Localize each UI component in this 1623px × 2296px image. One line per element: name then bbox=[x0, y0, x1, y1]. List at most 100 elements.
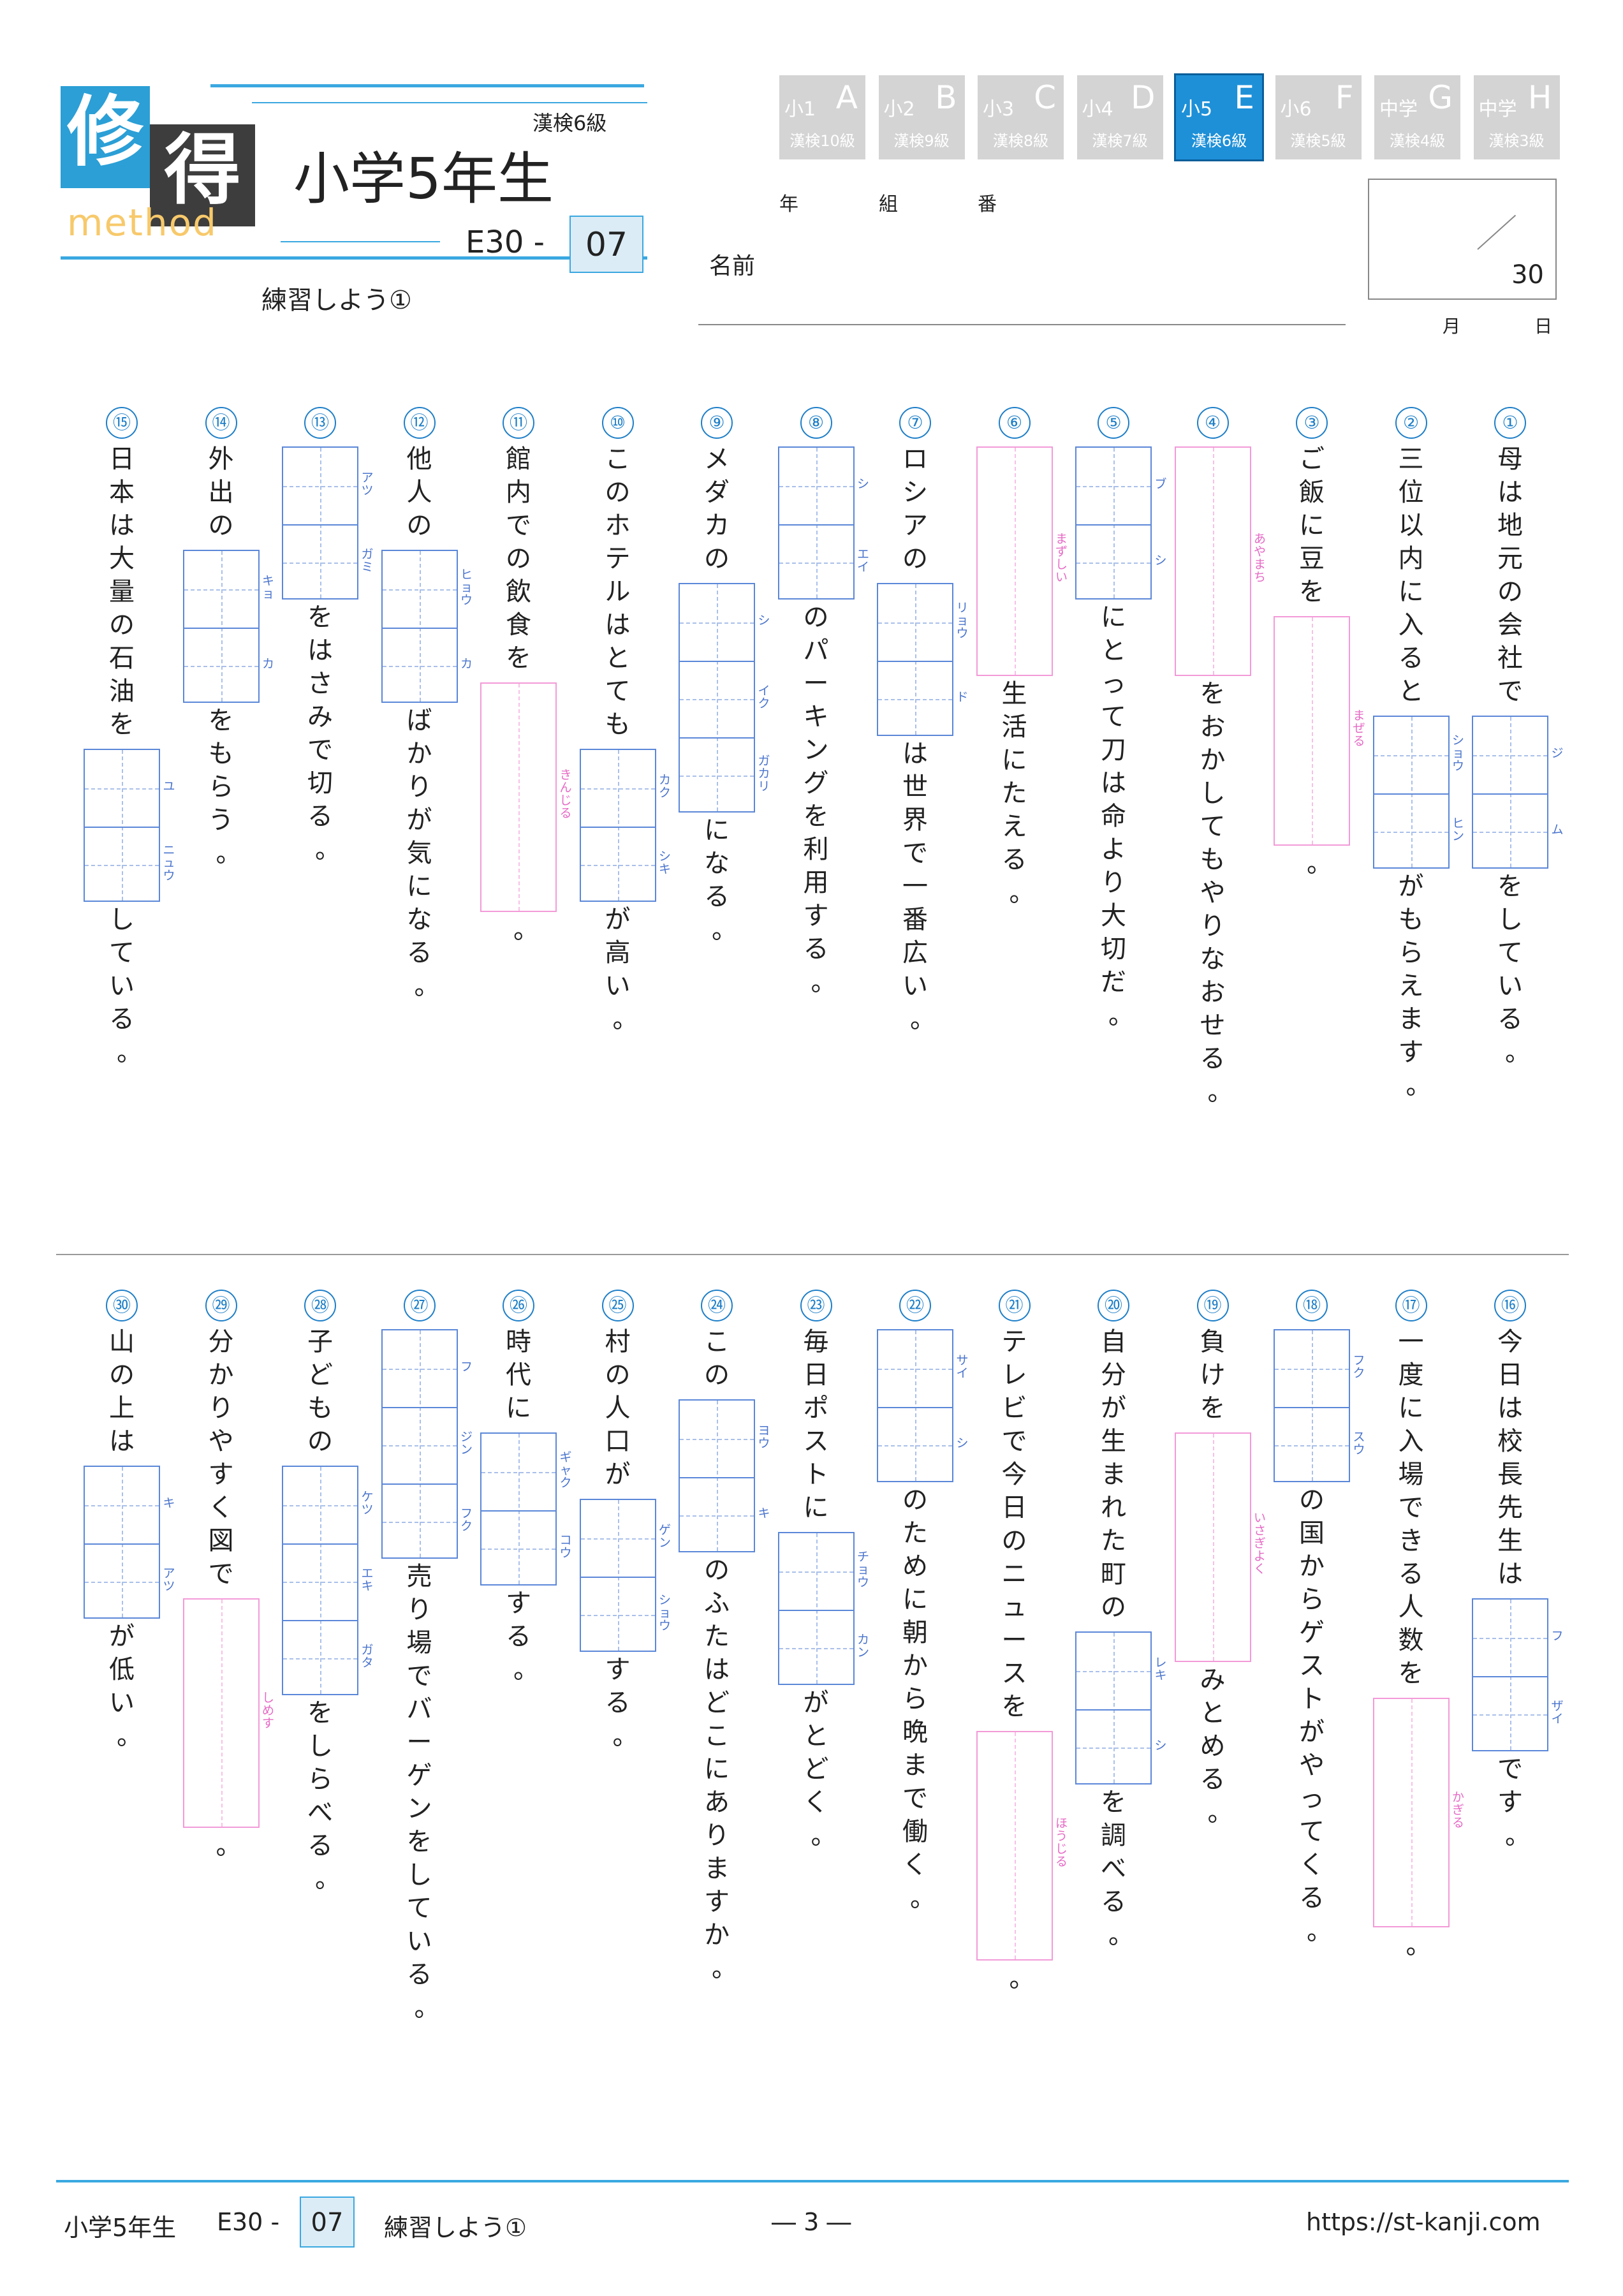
answer-box-kanji[interactable] bbox=[777, 1532, 855, 1685]
answer-box-kana[interactable] bbox=[1174, 446, 1251, 676]
answer-box-kanji[interactable] bbox=[679, 1399, 755, 1552]
grade-tab-grade: 小4 bbox=[1082, 98, 1113, 121]
answer-box-kanji[interactable] bbox=[1274, 1329, 1350, 1482]
subtitle: 練習しよう① bbox=[261, 286, 412, 315]
footer-grade: 小学5年生 bbox=[64, 2214, 177, 2242]
question-text: をおかしてもやりなおせる。 bbox=[1200, 679, 1233, 1107]
question-text: ロシアの bbox=[902, 445, 928, 573]
answer-box-kanji[interactable] bbox=[1075, 1631, 1152, 1785]
month-label: 月 bbox=[1443, 316, 1461, 337]
grade-tab-grade: 中学 bbox=[1478, 98, 1517, 121]
answer-box-kanji[interactable] bbox=[877, 1329, 953, 1482]
answer-box-kanji[interactable] bbox=[1472, 716, 1548, 869]
furigana: ほうじる bbox=[1055, 1816, 1068, 1869]
question-number: ⑱ bbox=[1296, 1290, 1328, 1321]
answer-box-kanji[interactable] bbox=[679, 583, 755, 813]
answer-box-kanji[interactable] bbox=[1075, 446, 1152, 600]
furigana: カ bbox=[261, 657, 274, 671]
furigana: ガカリ bbox=[758, 754, 770, 793]
question-number: ⑫ bbox=[403, 407, 436, 439]
question-number: ① bbox=[1494, 407, 1526, 439]
answer-box-kana[interactable] bbox=[182, 1598, 260, 1828]
question-number: ⑧ bbox=[800, 407, 832, 439]
furigana: ヒン bbox=[1451, 816, 1464, 843]
answer-box-kanji[interactable] bbox=[877, 583, 953, 736]
answer-box-kana[interactable] bbox=[976, 446, 1053, 676]
score-box[interactable]: 30 bbox=[1368, 179, 1557, 300]
grade-tab-kanken: 漢検10級 bbox=[789, 132, 855, 150]
answer-box-kanji[interactable] bbox=[381, 1329, 458, 1559]
question-text: 母は地元の会社で bbox=[1497, 445, 1523, 706]
answer-box-kana[interactable] bbox=[1174, 1432, 1251, 1662]
question-text: をしらべる。 bbox=[307, 1698, 341, 1894]
furigana: チョウ bbox=[856, 1550, 869, 1589]
grade-tab-grade: 小2 bbox=[883, 98, 915, 121]
grade-tab-grade: 中学 bbox=[1379, 98, 1418, 121]
furigana: かぎる bbox=[1451, 1790, 1464, 1830]
question-text: 館内での飲食を bbox=[506, 445, 531, 673]
answer-box-kanji[interactable] bbox=[1372, 716, 1450, 869]
furigana: まずしい bbox=[1055, 532, 1068, 584]
answer-box-kanji[interactable] bbox=[381, 550, 458, 703]
answer-box-kanji[interactable] bbox=[182, 550, 260, 703]
code-number: 07 bbox=[569, 216, 643, 273]
grade-tab-grade: 小1 bbox=[784, 98, 816, 121]
furigana: キ bbox=[758, 1506, 770, 1520]
answer-box-kana[interactable] bbox=[1274, 616, 1350, 846]
answer-box-kanji[interactable] bbox=[84, 749, 160, 902]
answer-box-kanji[interactable] bbox=[282, 1466, 358, 1695]
question-text: 生活にたえる。 bbox=[1001, 679, 1035, 908]
question-text: 。 bbox=[216, 1831, 242, 1860]
site-url[interactable]: https://st-kanji.com bbox=[1306, 2208, 1541, 2236]
answer-box-kanji[interactable] bbox=[84, 1466, 160, 1619]
answer-box-kana[interactable] bbox=[1372, 1698, 1450, 1927]
grade-tab-grade: 小3 bbox=[983, 98, 1015, 121]
furigana: サイ bbox=[956, 1353, 969, 1380]
furigana: フ bbox=[460, 1360, 473, 1374]
answer-box-kanji[interactable] bbox=[480, 1432, 557, 1586]
answer-box-kanji[interactable] bbox=[579, 749, 656, 902]
furigana: フ bbox=[1551, 1629, 1564, 1643]
furigana: フク bbox=[460, 1506, 473, 1533]
question-text: 売り場でバーゲンをしている。 bbox=[406, 1562, 440, 2022]
question-text: 一度に入場できる人数を bbox=[1398, 1327, 1424, 1688]
furigana: ショウ bbox=[658, 1593, 671, 1633]
question-text: 山の上は bbox=[109, 1327, 135, 1456]
furigana: アツ bbox=[361, 471, 374, 497]
question-text: 村の人口が bbox=[605, 1327, 631, 1489]
furigana: ド bbox=[956, 690, 969, 704]
footer-subtitle: 練習しよう① bbox=[384, 2214, 527, 2242]
question-text: がもらえます。 bbox=[1398, 872, 1432, 1100]
answer-box-kanji[interactable] bbox=[579, 1499, 656, 1652]
question-number: ⑪ bbox=[503, 407, 534, 439]
question-number: ⑨ bbox=[701, 407, 733, 439]
question-number: ⑰ bbox=[1395, 1290, 1427, 1321]
question-number: ㉒ bbox=[899, 1290, 931, 1321]
question-text: をもらう。 bbox=[208, 706, 242, 868]
answer-box-kanji[interactable] bbox=[282, 446, 358, 600]
answer-box-kana[interactable] bbox=[976, 1731, 1053, 1961]
furigana: キ bbox=[163, 1496, 175, 1510]
furigana: シ bbox=[956, 1436, 969, 1450]
answer-box-kanji[interactable] bbox=[777, 446, 855, 600]
question-number: ㉕ bbox=[601, 1290, 634, 1321]
answer-box-kanji[interactable] bbox=[1472, 1598, 1548, 1751]
furigana: ニュウ bbox=[163, 843, 175, 883]
question-text: 分かりやすく図で bbox=[208, 1327, 234, 1589]
grade-tab-letter: E bbox=[1234, 79, 1254, 116]
question-text: は世界で一番広い。 bbox=[902, 739, 936, 1034]
question-text: みとめる。 bbox=[1200, 1665, 1233, 1827]
question-text: メダカの bbox=[704, 445, 730, 573]
question-number: ㉙ bbox=[205, 1290, 237, 1321]
name-field[interactable] bbox=[698, 324, 1346, 325]
question-number: ⑬ bbox=[304, 407, 336, 439]
answer-box-kana[interactable] bbox=[480, 682, 557, 912]
